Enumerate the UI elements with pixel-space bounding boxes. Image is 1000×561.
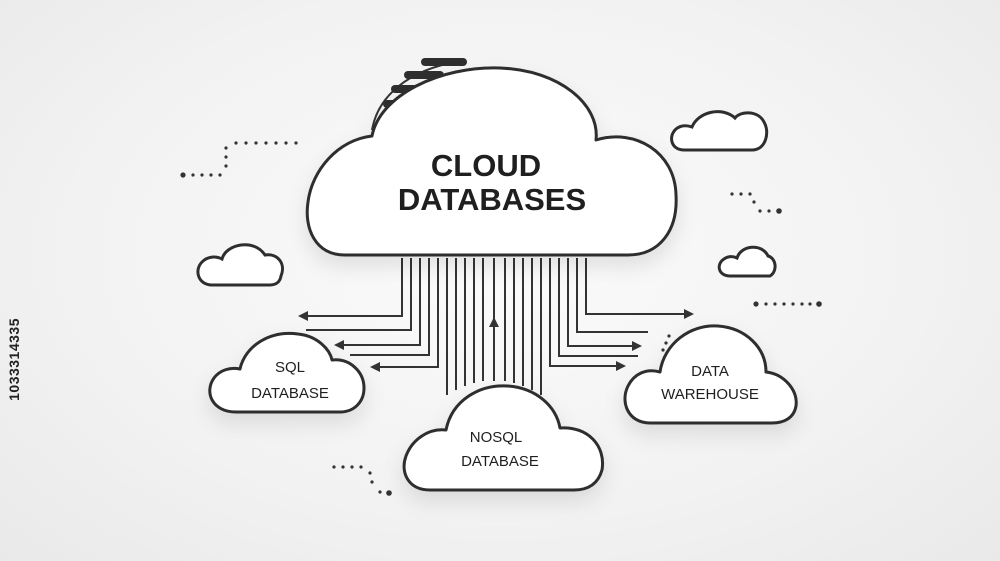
small-cloud-left bbox=[196, 243, 284, 287]
nosql-database-label-line1: NOSQL bbox=[470, 429, 523, 446]
dotted-trail-bottom-left bbox=[332, 465, 392, 496]
data-warehouse-cloud-shape bbox=[623, 324, 798, 425]
small-cloud-right bbox=[717, 245, 777, 278]
sql-database-cloud-shape bbox=[208, 331, 366, 414]
connector-lines bbox=[298, 258, 694, 395]
dotted-trail-top-left bbox=[180, 141, 298, 178]
data-warehouse-label-line1: DATA bbox=[691, 363, 729, 380]
stock-image-id: 1033314335 bbox=[6, 318, 22, 401]
data-warehouse-label-line2: WAREHOUSE bbox=[661, 386, 759, 403]
nosql-database-label-line2: DATABASE bbox=[461, 453, 539, 470]
dotted-trail-warehouse bbox=[661, 334, 671, 352]
dotted-trail-right-middle bbox=[753, 301, 822, 307]
nosql-database-cloud-shape bbox=[402, 384, 605, 492]
dotted-trail-right-upper bbox=[730, 192, 782, 214]
main-cloud-title-line2: DATABASES bbox=[398, 182, 586, 217]
sql-database-label-line1: SQL bbox=[275, 359, 305, 376]
small-cloud-top-right bbox=[670, 110, 769, 152]
main-cloud-title-line1: CLOUD bbox=[431, 148, 541, 183]
sql-database-label-line2: DATABASE bbox=[251, 385, 329, 402]
main-cloud-shape bbox=[305, 66, 678, 257]
